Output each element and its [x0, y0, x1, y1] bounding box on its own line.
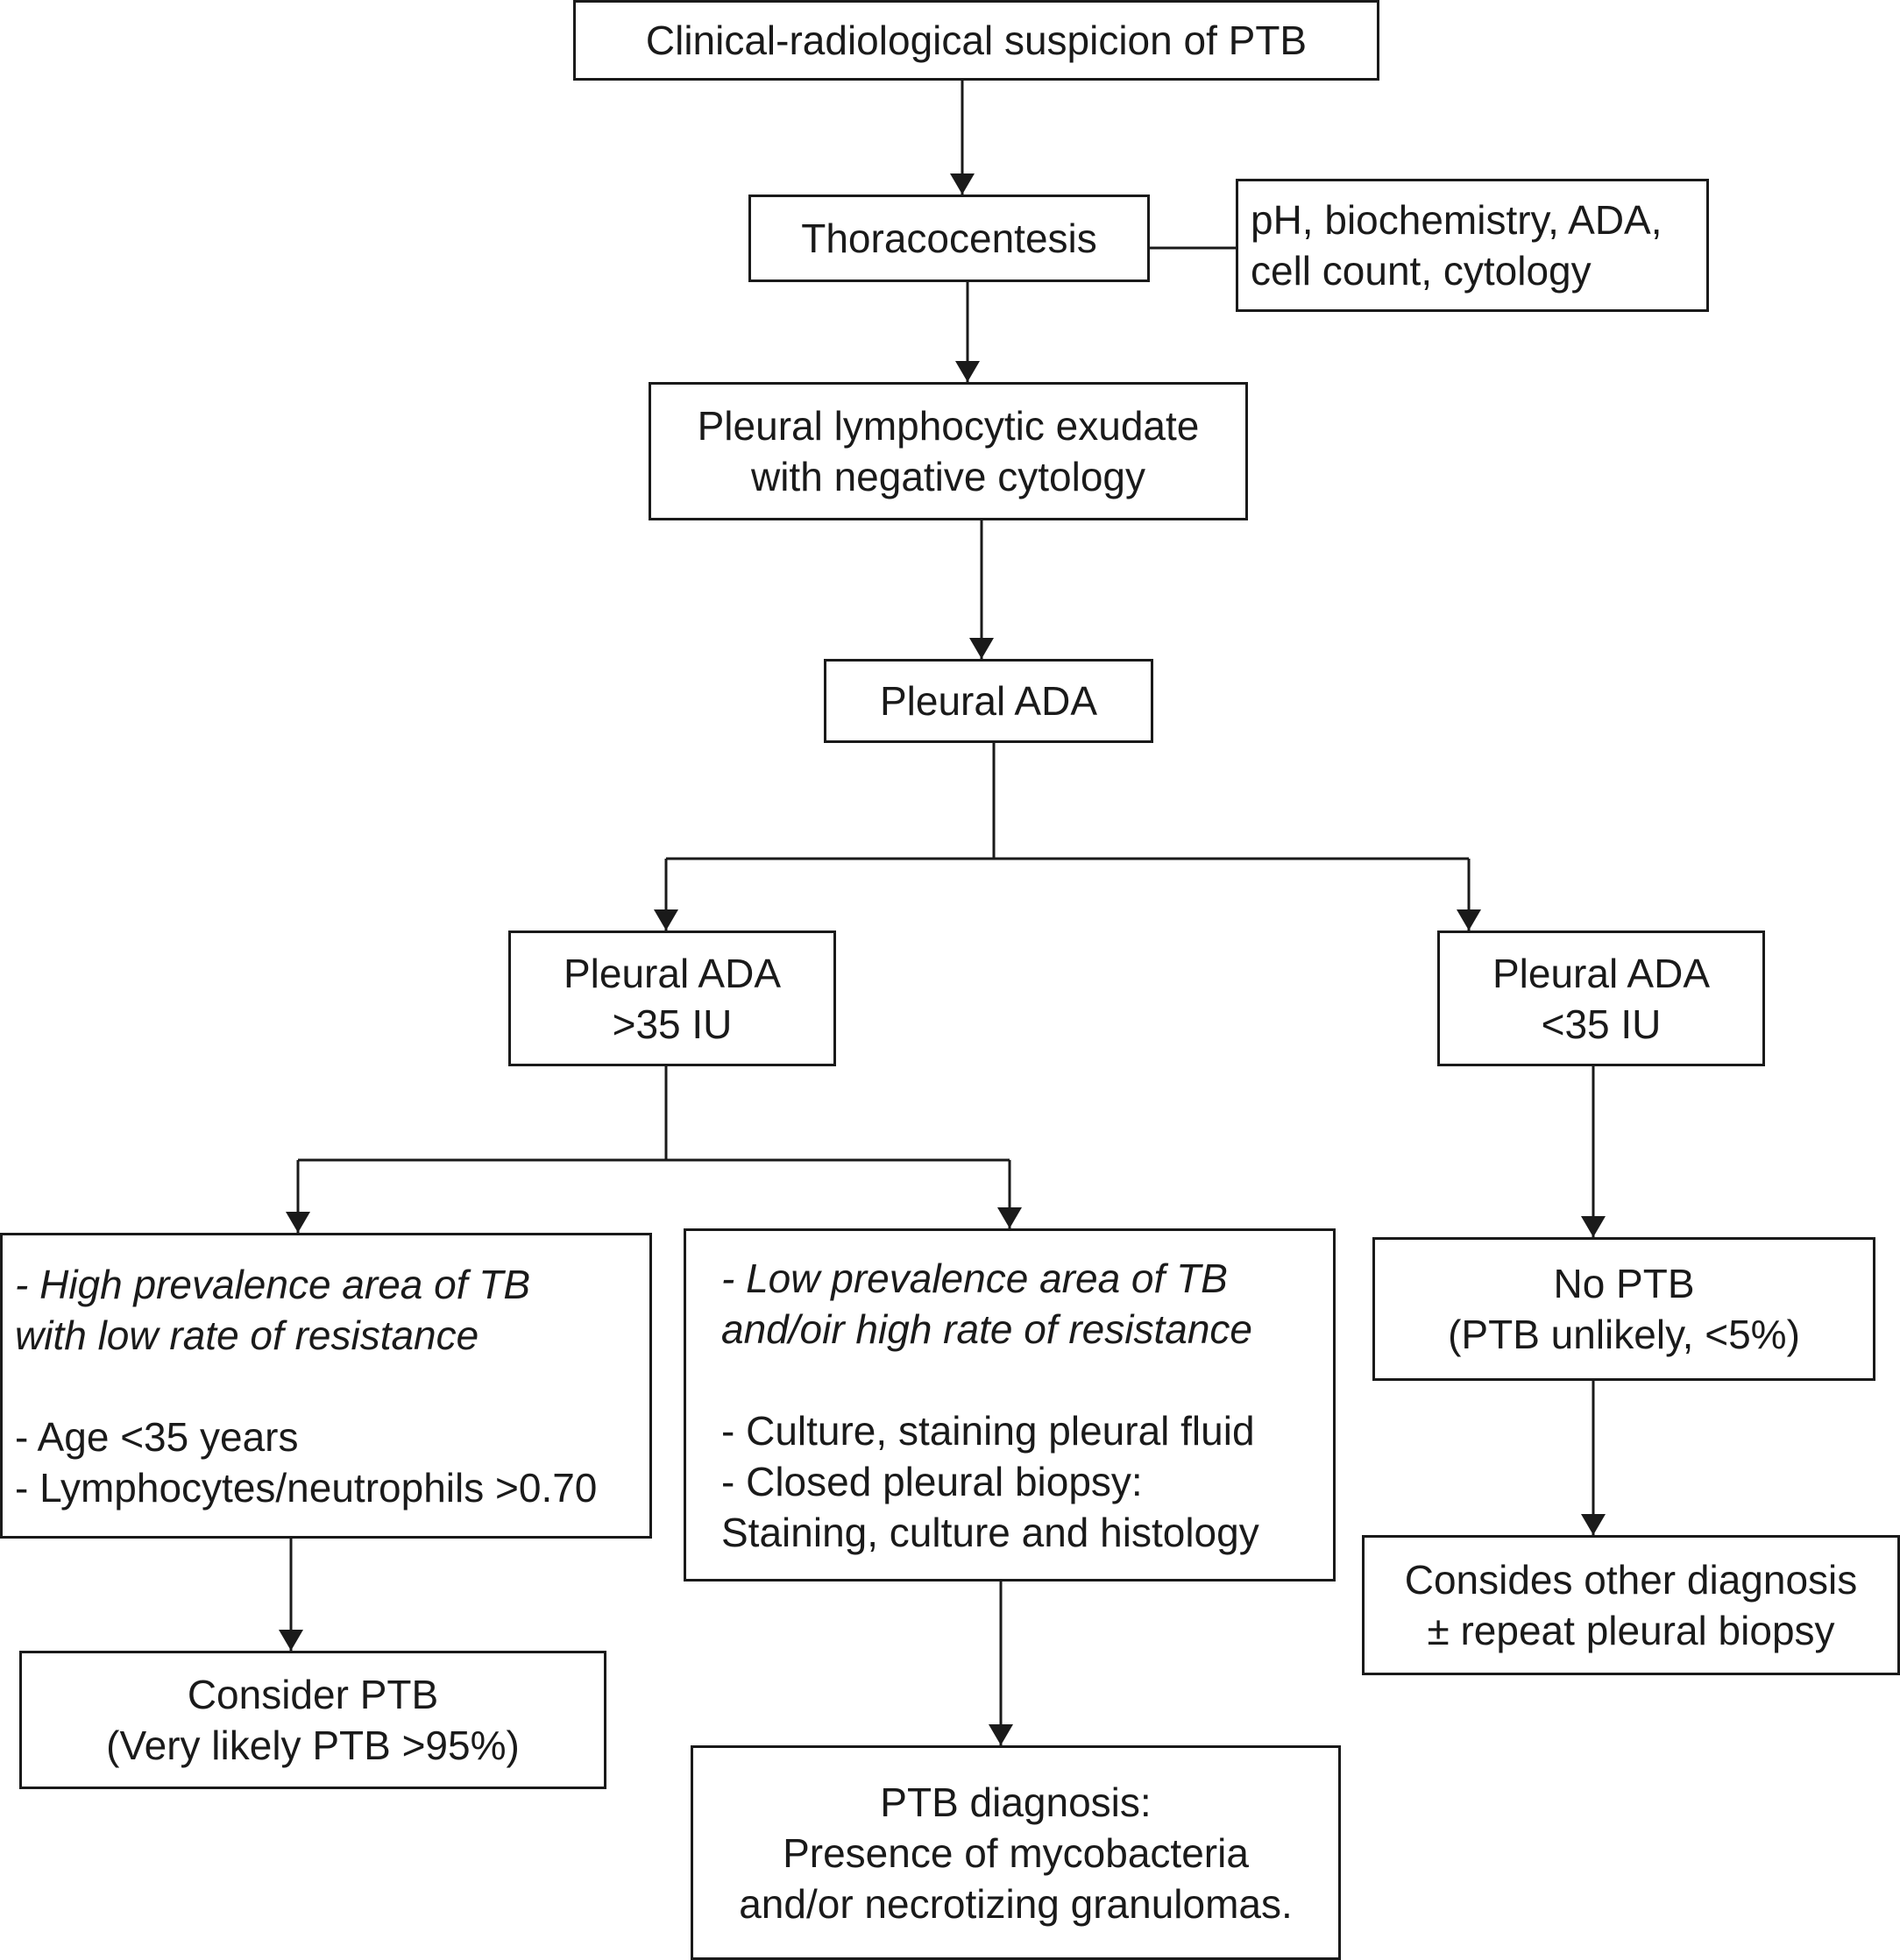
- node-text: <35 IU: [1541, 1001, 1662, 1047]
- node-text: - Low prevalence area of TB: [721, 1255, 1228, 1301]
- node-text: with low rate of resistance: [15, 1312, 479, 1358]
- node-text: - Closed pleural biopsy:: [721, 1458, 1143, 1504]
- node-text: PTB diagnosis:: [880, 1779, 1152, 1825]
- node-text: Thoracocentesis: [801, 216, 1097, 261]
- node-ada-low: Pleural ADA <35 IU: [1437, 930, 1765, 1066]
- node-low-prevalence: - Low prevalence area of TB and/oir high…: [684, 1228, 1336, 1581]
- node-text: and/or necrotizing granulomas.: [739, 1880, 1293, 1927]
- node-text: Staining, culture and histology: [721, 1509, 1259, 1555]
- node-text: (Very likely PTB >95%): [106, 1723, 520, 1768]
- node-text: (PTB unlikely, <5%): [1448, 1312, 1800, 1357]
- node-consider-ptb: Consider PTB (Very likely PTB >95%): [19, 1651, 606, 1789]
- node-suspicion: Clinical-radiological suspicion of PTB: [573, 0, 1379, 81]
- node-text: - Lymphocytes/neutrophils >0.70: [15, 1464, 598, 1511]
- connector-pleural-ada-split: [666, 743, 1469, 860]
- node-text: Pleural ADA: [879, 678, 1097, 724]
- node-text: Consides other diagnosis: [1404, 1557, 1858, 1603]
- node-text: and/oir high rate of resistance: [721, 1305, 1253, 1352]
- node-text: - Age <35 years: [15, 1413, 299, 1460]
- node-high-prevalence: - High prevalence area of TB with low ra…: [0, 1233, 652, 1539]
- node-text: Pleural ADA: [1492, 950, 1710, 996]
- node-exudate: Pleural lymphocytic exudate with negativ…: [649, 382, 1248, 520]
- node-text: with negative cytology: [750, 454, 1146, 499]
- node-text: cell count, cytology: [1251, 248, 1592, 294]
- node-text: ± repeat pleural biopsy: [1427, 1608, 1835, 1653]
- node-other-diagnosis: Consides other diagnosis ± repeat pleura…: [1362, 1535, 1900, 1675]
- node-no-ptb: No PTB (PTB unlikely, <5%): [1372, 1237, 1875, 1381]
- node-text: pH, biochemistry, ADA,: [1251, 197, 1662, 243]
- node-tests: pH, biochemistry, ADA, cell count, cytol…: [1236, 179, 1709, 312]
- node-text: - High prevalence area of TB: [15, 1261, 531, 1307]
- node-text: - Culture, staining pleural fluid: [721, 1407, 1255, 1454]
- node-text: Pleural ADA: [563, 950, 781, 996]
- connector-ada-high-split: [298, 1066, 1010, 1162]
- node-text: Consider PTB: [187, 1672, 439, 1717]
- node-ptb-diagnosis: PTB diagnosis: Presence of mycobacteria …: [691, 1745, 1341, 1960]
- node-text: Presence of mycobacteria: [783, 1829, 1249, 1876]
- node-thoracocentesis: Thoracocentesis: [748, 195, 1150, 282]
- node-text: Pleural lymphocytic exudate: [697, 403, 1200, 449]
- node-text: No PTB: [1553, 1261, 1695, 1306]
- node-pleural-ada: Pleural ADA: [824, 659, 1153, 743]
- node-text: >35 IU: [612, 1001, 733, 1047]
- node-text: Clinical-radiological suspicion of PTB: [645, 18, 1308, 63]
- node-ada-high: Pleural ADA >35 IU: [508, 930, 836, 1066]
